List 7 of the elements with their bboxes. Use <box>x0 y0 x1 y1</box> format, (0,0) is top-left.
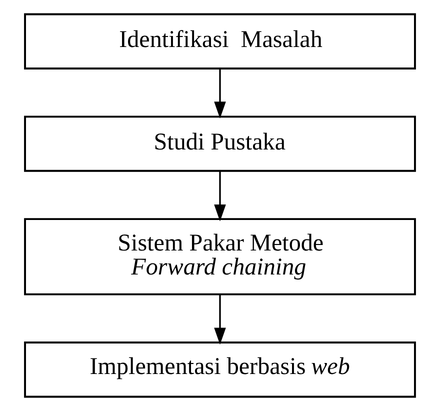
arrow <box>214 294 226 345</box>
node-box: Identifikasi Masalah <box>24 13 416 70</box>
node-box: Sistem Pakar Metode Forward chaining <box>24 218 416 296</box>
arrow <box>214 171 226 222</box>
arrow <box>214 69 226 118</box>
node-box: Studi Pustaka <box>24 116 416 172</box>
node-box: Implementasi berbasis web <box>24 342 416 398</box>
